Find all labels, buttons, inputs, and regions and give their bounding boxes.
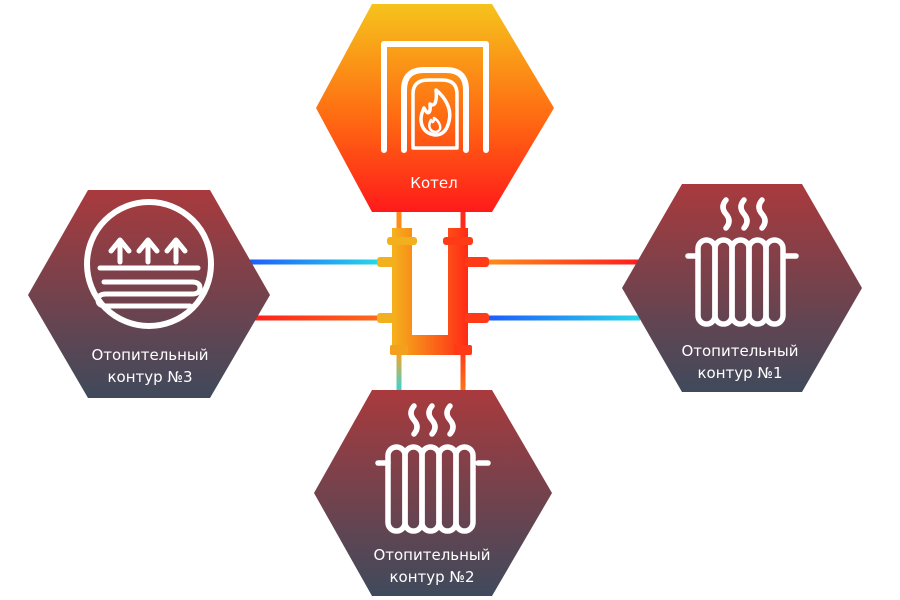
pipes — [248, 205, 640, 394]
circuit-1-label-line2: контур №1 — [697, 364, 782, 382]
radiator-icon — [685, 197, 799, 327]
circuit-2-label-line2: контур №2 — [389, 568, 474, 586]
pipe-circuit2-right — [460, 352, 466, 394]
pipe-circuit3-cold — [248, 259, 380, 265]
circuit-2-label-line1: Отопительный — [373, 546, 490, 564]
circuit-3-label-line2: контур №3 — [107, 368, 192, 386]
boiler-label: Котел — [410, 174, 457, 192]
radiator-icon — [375, 403, 491, 534]
pipe-circuit3-hot — [248, 315, 380, 321]
boiler-flame-icon — [381, 41, 489, 153]
circuit-1-node: Отопительный контур №1 — [622, 184, 862, 392]
underfloor-heating-icon — [84, 199, 214, 329]
circuit-1-label-line1: Отопительный — [681, 342, 798, 360]
pipe-circuit1-cold — [488, 315, 640, 321]
pipe-boiler-right — [460, 205, 466, 233]
circuit-3-label-line1: Отопительный — [91, 346, 208, 364]
pipe-boiler-left — [396, 205, 402, 233]
circuit-2-node: Отопительный контур №2 — [314, 390, 552, 596]
pipe-circuit2-left — [396, 352, 402, 394]
boiler-node: Котел — [316, 4, 554, 212]
pipe-circuit1-hot — [488, 259, 640, 265]
circuit-3-node: Отопительный контур №3 — [28, 190, 270, 398]
hydraulic-separator — [377, 228, 489, 355]
